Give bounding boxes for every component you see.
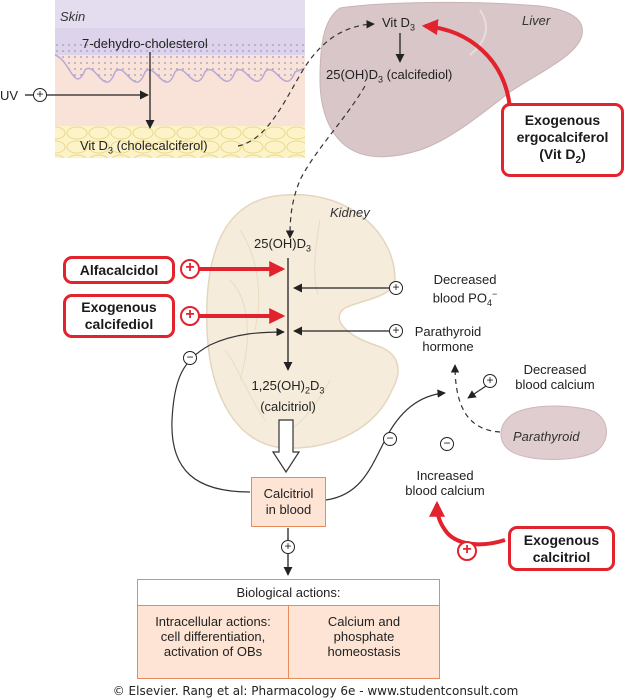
increased-calcium-minus-sign: − — [440, 437, 454, 451]
liver-shape — [319, 1, 583, 158]
decreased-po4-label: Decreased blood PO4− — [432, 272, 498, 308]
kidney-feedback-minus-sign: − — [183, 351, 197, 365]
exogenous-ergocalciferol-box: Exogenous ergocalciferol (Vit D2) — [501, 103, 624, 177]
alfacalcidol-plus-sign: + — [180, 259, 200, 279]
calcifediol-liver-label: 25(OH)D3 (calcifediol) — [326, 67, 453, 85]
pth-plus-sign: + — [389, 324, 403, 338]
ergo-line1: Exogenous — [524, 111, 601, 128]
uv-label: UV — [0, 88, 19, 103]
liver-vitd3-label: Vit D3 — [382, 15, 415, 33]
dehydrocholesterol-label: 7-dehydro-cholesterol — [82, 36, 208, 51]
ergo-line3: (Vit D2) — [539, 145, 586, 166]
biological-actions-header: Biological actions: — [138, 580, 439, 606]
intracellular-actions-cell: Intracellular actions: cell differentiat… — [138, 606, 289, 678]
kidney-shape — [205, 193, 399, 449]
po4-plus-sign: + — [389, 281, 403, 295]
decreased-calcium-plus-sign: + — [483, 374, 497, 388]
skin-section — [54, 0, 306, 158]
copyright-text: © Elsevier. Rang et al: Pharmacology 6e … — [112, 684, 519, 698]
cholecalciferol-label: Vit D3 (cholecalciferol) — [80, 138, 208, 156]
bio-actions-plus-sign: + — [281, 540, 295, 554]
parathyroid-shape — [500, 405, 607, 460]
calcitriol-plus-sign: + — [457, 541, 477, 561]
kidney-25ohd3-label: 25(OH)D3 — [254, 236, 312, 254]
parathyroid-hormone-label: Parathyroid hormone — [414, 324, 482, 354]
parathyroid-feedback-minus-sign: − — [383, 432, 397, 446]
uv-plus-sign: + — [33, 88, 47, 102]
kidney-label: Kidney — [330, 205, 370, 220]
biological-actions-box: Biological actions: Intracellular action… — [137, 579, 440, 679]
calcitriol-in-blood-box: Calcitriol in blood — [251, 477, 326, 527]
parathyroid-label: Parathyroid — [513, 429, 580, 444]
calcifediol-plus-sign: + — [180, 306, 200, 326]
ergo-line2: ergocalciferol — [516, 128, 609, 145]
calcitriol-kidney-label: 1,25(OH)2D3 (calcitriol) — [251, 378, 325, 414]
skin-label: Skin — [60, 9, 86, 24]
liver-label: Liver — [522, 13, 551, 28]
decreased-calcium-label: Decreased blood calcium — [515, 362, 595, 392]
alfacalcidol-box: Alfacalcidol — [63, 256, 175, 284]
homeostasis-cell: Calcium and phosphate homeostasis — [327, 614, 401, 659]
increased-calcium-label: Increased blood calcium — [405, 468, 485, 498]
